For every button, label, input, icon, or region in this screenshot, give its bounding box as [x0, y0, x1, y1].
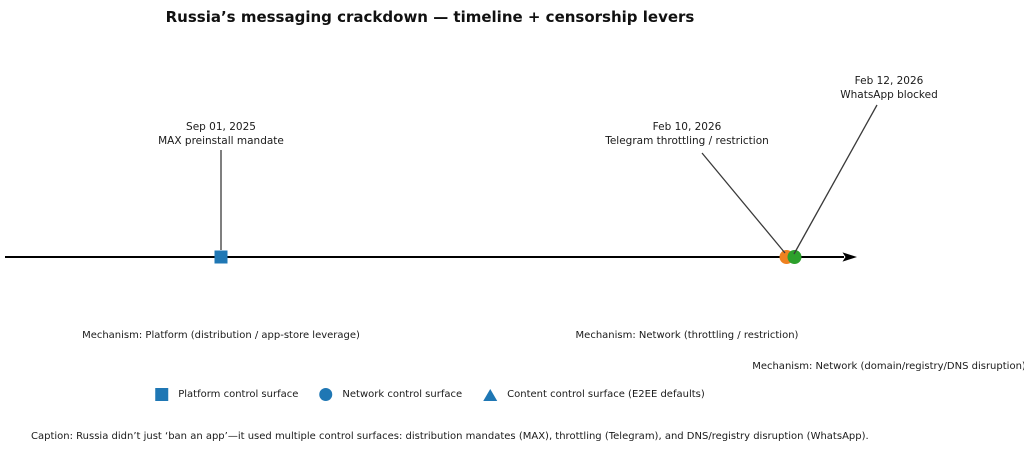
mechanism-label-platform: Mechanism: Platform (distribution / app-…: [82, 330, 360, 341]
leader-line-whatsapp: [793, 104, 878, 255]
event-date: Sep 01, 2025: [186, 121, 256, 133]
mechanism-label-network-dns: Mechanism: Network (domain/registry/DNS …: [752, 361, 1024, 372]
event-date: Feb 10, 2026: [652, 121, 722, 133]
mechanism-label-network-throttling: Mechanism: Network (throttling / restric…: [575, 330, 799, 341]
legend-item-content: Content control surface (E2EE defaults): [483, 388, 705, 401]
legend-label: Platform control surface: [178, 389, 299, 400]
legend-label: Network control surface: [342, 389, 463, 400]
event-annotation-max: Sep 01, 2025 MAX preinstall mandate: [158, 121, 284, 148]
legend: Platform control surface Network control…: [155, 388, 705, 401]
event-title: WhatsApp blocked: [840, 88, 938, 101]
event-annotation-telegram: Feb 10, 2026 Telegram throttling / restr…: [605, 121, 769, 148]
legend-label: Content control surface (E2EE defaults): [507, 389, 705, 400]
legend-item-platform: Platform control surface: [155, 388, 298, 401]
chart-title: Russia’s messaging crackdown — timeline …: [165, 8, 695, 26]
axis-arrowhead-icon: [842, 252, 857, 262]
chart-caption: Caption: Russia didn’t just ‘ban an app’…: [31, 431, 869, 442]
circle-marker-icon: [319, 388, 333, 401]
triangle-marker-icon: [483, 388, 498, 401]
event-title: MAX preinstall mandate: [158, 134, 284, 147]
marker-circle-whatsapp: [787, 250, 802, 264]
event-title: Telegram throttling / restriction: [605, 134, 769, 147]
square-marker-icon: [155, 388, 169, 401]
legend-item-network: Network control surface: [319, 388, 462, 401]
event-date: Feb 12, 2026: [854, 75, 924, 87]
leader-line-telegram: [701, 152, 786, 254]
event-annotation-whatsapp: Feb 12, 2026 WhatsApp blocked: [840, 75, 938, 102]
marker-square-max: [214, 250, 228, 264]
